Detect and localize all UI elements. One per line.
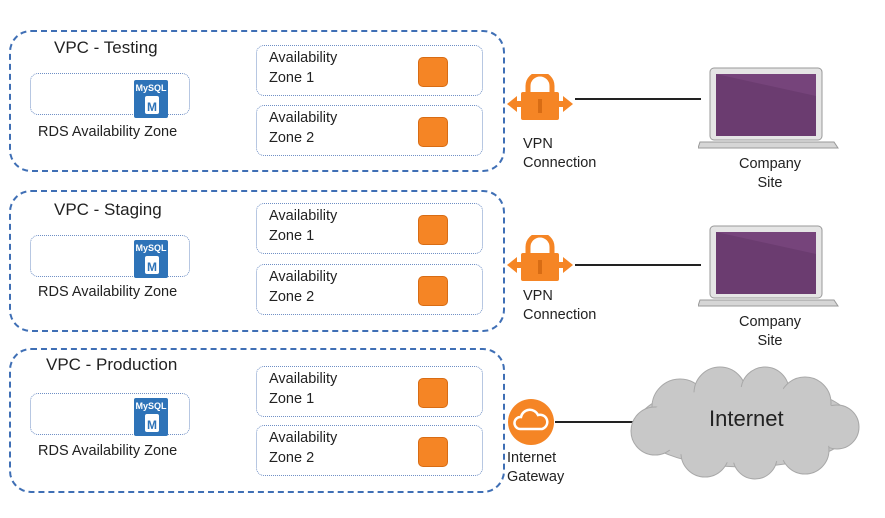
laptop-icon xyxy=(698,225,839,307)
mysql-icon: MySQL M xyxy=(134,80,168,118)
rds-zone-staging xyxy=(30,235,190,277)
vpn-gateway-icon xyxy=(507,74,573,120)
connection-line xyxy=(575,98,701,100)
laptop-icon xyxy=(698,67,839,149)
connection-line xyxy=(575,264,701,266)
mysql-icon-letter: M xyxy=(147,260,157,274)
vpn-gateway-icon xyxy=(507,235,573,281)
vpc-production xyxy=(9,348,505,493)
mysql-icon: MySQL M xyxy=(134,398,168,436)
vpc-testing xyxy=(9,30,505,172)
vpc-production-title: VPC - Production xyxy=(46,355,178,374)
vpc-staging xyxy=(9,190,505,332)
mysql-icon-text: MySQL xyxy=(135,401,167,411)
rds-label-production: RDS Availability Zone xyxy=(38,443,178,459)
vpc-testing-title: VPC - Testing xyxy=(54,38,158,57)
internet-label: Internet xyxy=(709,406,784,431)
mysql-icon-letter: M xyxy=(147,100,157,114)
mysql-icon-letter: M xyxy=(147,418,157,432)
internet-gateway-icon xyxy=(508,399,554,445)
vpc-staging-title: VPC - Staging xyxy=(54,200,162,219)
internet-cloud-icon xyxy=(630,366,860,480)
ec2-instance-icon xyxy=(418,117,448,147)
ec2-instance-icon xyxy=(418,57,448,87)
rds-label-staging: RDS Availability Zone xyxy=(38,284,178,300)
mysql-icon: MySQL M xyxy=(134,240,168,278)
ec2-instance-icon xyxy=(418,215,448,245)
mysql-icon-text: MySQL xyxy=(135,243,167,253)
ec2-instance-icon xyxy=(418,378,448,408)
ec2-instance-icon xyxy=(418,276,448,306)
rds-zone-production xyxy=(30,393,190,435)
ec2-instance-icon xyxy=(418,437,448,467)
connection-line xyxy=(555,421,635,423)
rds-zone-testing xyxy=(30,73,190,115)
rds-label-testing: RDS Availability Zone xyxy=(38,124,178,140)
mysql-icon-text: MySQL xyxy=(135,83,167,93)
